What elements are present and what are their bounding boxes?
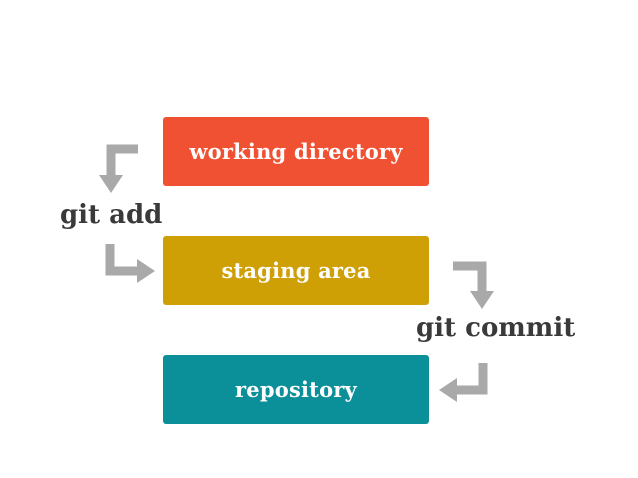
arrow-working-to-add [99, 144, 138, 193]
working-directory-box: working directory [163, 117, 429, 186]
arrow-commit-to-repo [439, 363, 488, 402]
repository-label: repository [235, 377, 357, 402]
staging-area-label: staging area [221, 258, 371, 283]
repository-box: repository [163, 355, 429, 424]
arrow-add-to-staging [105, 244, 155, 283]
git-commit-label: git commit [416, 313, 576, 343]
git-add-label: git add [60, 200, 163, 230]
staging-area-box: staging area [163, 236, 429, 305]
working-directory-label: working directory [189, 139, 403, 164]
arrow-staging-to-commit [453, 261, 494, 309]
